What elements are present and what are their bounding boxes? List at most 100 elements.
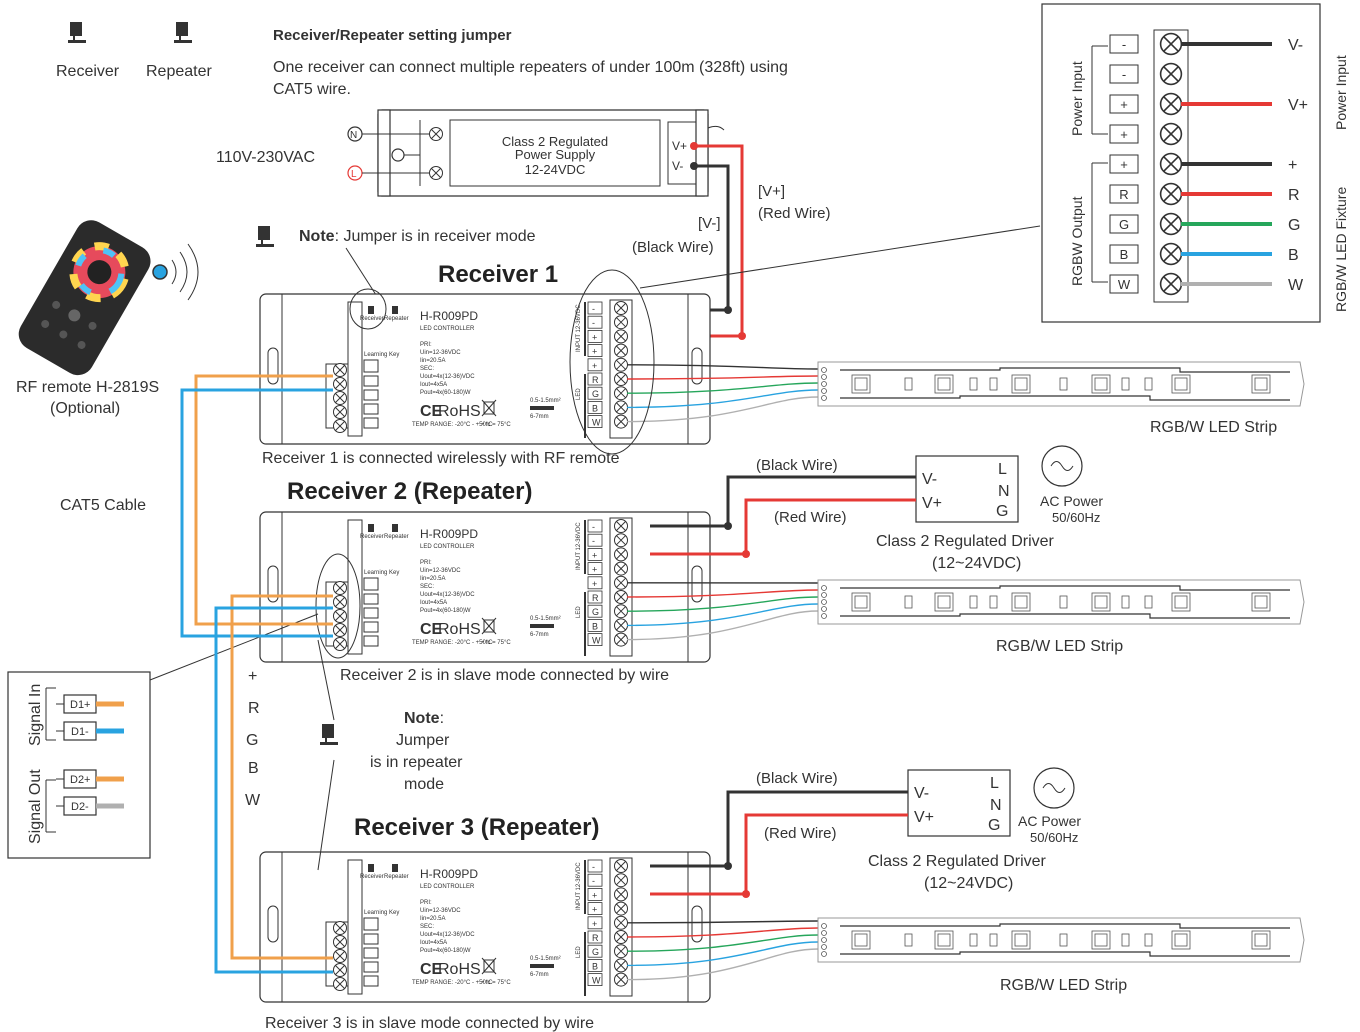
model-name: H-R009PD: [420, 867, 478, 881]
temp-range: TEMP RANGE: -20°C - +50°C: [412, 422, 493, 428]
signal-box: Signal In Signal Out D1+ D1- D2+ D2-: [7, 671, 151, 859]
driver-1-red-wire-label: (Red Wire): [774, 509, 847, 526]
rohs-mark: RoHS: [438, 961, 481, 978]
led-strip-2: [817, 579, 1305, 625]
learning-key-button[interactable]: [363, 917, 379, 931]
output-terminal-screw: [614, 859, 628, 873]
output-terminal-screw: [614, 590, 628, 604]
inset-power-input-right: Power Input: [1333, 55, 1349, 130]
driver-2-black-wire: [650, 790, 908, 868]
output-terminal-screw: [614, 887, 628, 902]
led-chip-icon: [1171, 374, 1191, 394]
output-terminal-screw: [614, 301, 628, 315]
receiver-2-caption: Receiver 2 is in slave mode connected by…: [340, 667, 669, 684]
spec-line: Iin=20.5A: [420, 358, 446, 364]
inset-terminal-label: -: [1122, 37, 1126, 52]
terminal-label: G: [592, 389, 599, 399]
d1minus: D1-: [71, 726, 89, 738]
inset-wire-label: W: [1288, 277, 1304, 294]
output-terminal-screw: [614, 414, 628, 429]
jumper-receiver-text: Receiver: [360, 534, 384, 540]
driver-1-black-wire-label: (Black Wire): [756, 457, 838, 474]
driver-g: G: [988, 817, 1000, 834]
input-label: INPUT 12-36VDC: [576, 862, 582, 910]
signal-terminal-screw: [333, 921, 347, 935]
signal-terminal-screw: [333, 949, 347, 963]
terminal-label: B: [592, 961, 598, 971]
terminal-callout: [569, 269, 655, 455]
led-label: LED: [576, 946, 582, 958]
spec-line: Iout=4x5A: [420, 382, 447, 388]
ac-freq-label: 50/60Hz: [1052, 510, 1100, 525]
jumper-title: Receiver/Repeater setting jumper: [273, 27, 512, 44]
inset-wire-label: G: [1288, 217, 1300, 234]
led-chip-icon: [934, 592, 954, 612]
resistor-icon: [969, 377, 978, 391]
inset-wire-label: V+: [1288, 97, 1308, 114]
rf-signal-icon: [152, 264, 168, 280]
terminal-label: +: [592, 579, 597, 589]
led-chip-icon: [1251, 374, 1271, 394]
output-terminal-screw: [614, 329, 628, 344]
resistor-icon: [1059, 377, 1068, 391]
spec-line: Uout=4x(12-36)VDC: [420, 374, 475, 380]
terminal-label: R: [592, 375, 599, 385]
inset-screw: [1159, 122, 1183, 146]
black-wire-label: (Black Wire): [632, 239, 714, 256]
psu-l-screw: [429, 166, 443, 180]
psu-label-3: 12-24VDC: [525, 162, 586, 177]
driver-label-2: (12~24VDC): [932, 555, 1021, 572]
terminal-label: B: [592, 403, 598, 413]
spec-line: Iin=20.5A: [420, 576, 446, 582]
terminal-label: B: [592, 621, 598, 631]
driver-l: L: [998, 461, 1007, 478]
resistor-icon: [1059, 933, 1068, 947]
neutral-mark: N: [350, 130, 357, 141]
learning-key-button[interactable]: [363, 359, 379, 373]
led-chip-icon: [1011, 374, 1031, 394]
inset-fixture-right: RGB/W LED Fixture: [1333, 187, 1349, 312]
driver-1-black-wire: [650, 475, 916, 528]
signal-terminal-screw: [333, 581, 347, 595]
model-subtitle: LED CONTROLLER: [420, 544, 475, 550]
output-terminal-screw: [614, 575, 628, 590]
rf-remote: RF remote H-2819S (Optional): [16, 220, 199, 417]
led-chip-icon: [1011, 930, 1031, 950]
strip-length: 6-7mm: [530, 414, 549, 420]
tc-value: • tc = 75°C: [482, 640, 511, 646]
rgbw-r: R: [248, 700, 260, 717]
output-terminal-screw: [614, 519, 628, 533]
note2-colon: :: [440, 710, 444, 727]
terminal-label: R: [592, 933, 599, 943]
learning-key-button[interactable]: [363, 577, 379, 591]
signal-terminal-screw: [333, 405, 347, 419]
resistor-icon: [904, 933, 913, 947]
output-terminal-screw: [614, 372, 628, 386]
d1plus: D1+: [70, 699, 91, 711]
output-terminal-screw: [614, 400, 628, 415]
wire-size: 0.5-1.5mm²: [530, 956, 561, 962]
note1-bold: Note: [299, 228, 335, 245]
inset-wire-label: B: [1288, 247, 1299, 264]
receiver-1-title: Receiver 1: [438, 261, 558, 288]
driver-2-red-wire: [650, 813, 908, 896]
output-terminal-screw: [614, 533, 628, 548]
driver-l: L: [990, 775, 999, 792]
terminal-label: W: [592, 976, 601, 986]
led-chip-icon: [1171, 592, 1191, 612]
terminal-label: W: [592, 636, 601, 646]
repeater-label: Repeater: [146, 63, 212, 80]
tc-value: • tc = 75°C: [482, 980, 511, 986]
resistor-icon: [969, 595, 978, 609]
terminal-label: -: [592, 522, 595, 532]
terminal-label: -: [592, 536, 595, 546]
note1-jumper-icon: [256, 226, 274, 247]
ce-mark: CE: [420, 403, 443, 420]
rohs-mark: RoHS: [438, 621, 481, 638]
terminal-label: G: [592, 947, 599, 957]
